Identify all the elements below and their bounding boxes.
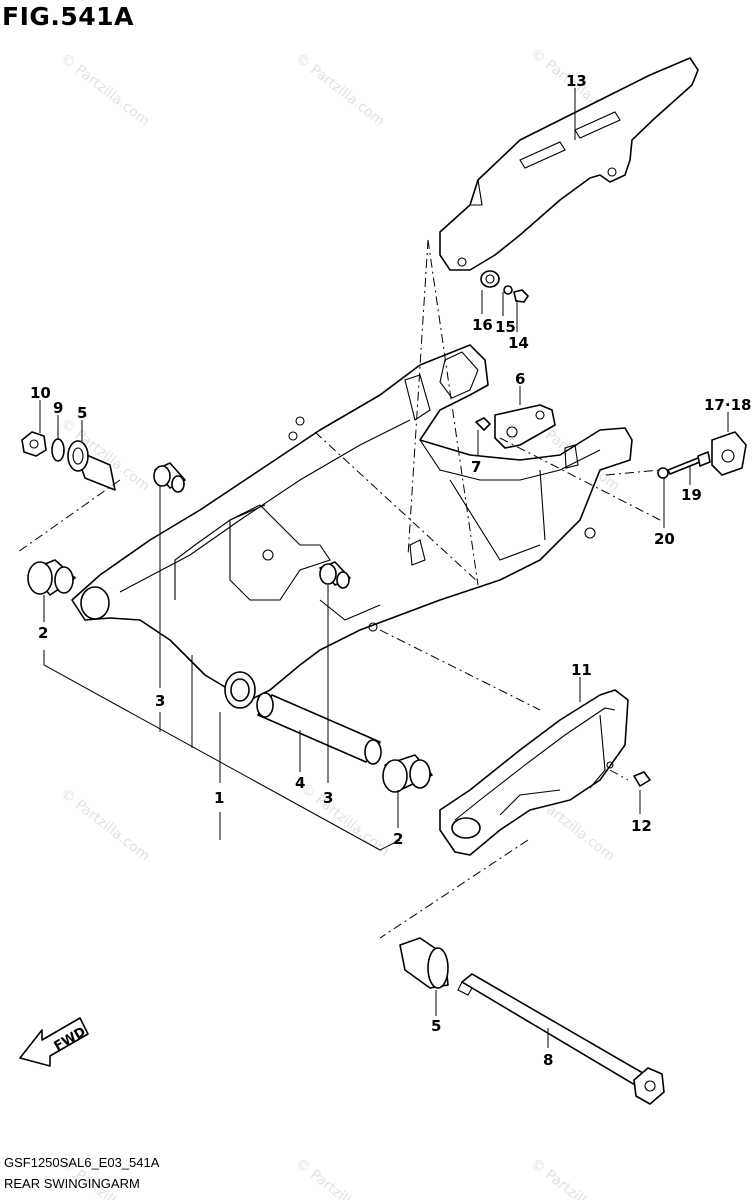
nut-10 <box>21 431 47 457</box>
callout-7: 7 <box>471 458 481 476</box>
callout-17-18: 17·18 <box>704 396 751 414</box>
watermark: © Partzilla.com <box>293 51 388 130</box>
callout-16: 16 <box>472 316 493 334</box>
figure-name: REAR SWINGINGARM <box>4 1176 140 1191</box>
callout-8: 8 <box>543 1051 553 1069</box>
callout-3-left: 3 <box>155 692 165 710</box>
figure-title: FIG.541A <box>2 2 134 31</box>
callout-1: 1 <box>214 789 224 807</box>
callout-3-right: 3 <box>323 789 333 807</box>
watermark: © Partzilla.com <box>58 786 153 865</box>
callout-4: 4 <box>295 774 305 792</box>
callout-15: 15 <box>495 318 516 336</box>
callout-2-left: 2 <box>38 624 48 642</box>
callout-11: 11 <box>571 661 592 679</box>
callout-19: 19 <box>681 486 702 504</box>
callouts: 13 16 15 14 10 9 5 6 7 17·18 19 20 2 3 1… <box>30 72 751 1069</box>
callout-10: 10 <box>30 384 51 402</box>
bushings-and-bearings <box>21 431 449 989</box>
swingarm <box>71 344 633 709</box>
collar-lower <box>399 937 449 989</box>
callout-9: 9 <box>53 399 63 417</box>
callout-14: 14 <box>508 334 529 352</box>
spacer-pipe <box>256 692 382 765</box>
watermark: © Partzilla.com <box>528 1156 623 1200</box>
bush-upper-right <box>319 561 351 589</box>
collar-upper <box>67 440 116 491</box>
chain-adjuster-parts <box>475 404 747 479</box>
fwd-arrow: FWD <box>19 1017 89 1067</box>
callout-12: 12 <box>631 817 652 835</box>
callout-13: 13 <box>566 72 587 90</box>
callout-6: 6 <box>515 370 525 388</box>
pivot-shaft <box>457 973 665 1105</box>
chain-case <box>439 57 699 271</box>
watermark: © Partzilla.com <box>58 51 153 130</box>
leader-lines <box>17 88 729 1048</box>
callout-5-upper: 5 <box>77 404 87 422</box>
watermark: © Partzilla.com <box>298 781 393 860</box>
bearing-right <box>382 754 433 793</box>
figure-code: GSF1250SAL6_E03_541A <box>4 1155 160 1170</box>
watermark: © Partzilla.com <box>293 1156 388 1200</box>
callout-2-right: 2 <box>393 830 403 848</box>
chain-case-fasteners <box>480 270 529 303</box>
callout-20: 20 <box>654 530 675 548</box>
chain-guide <box>439 689 651 856</box>
callout-5-lower: 5 <box>431 1017 441 1035</box>
bearing-left <box>27 559 76 596</box>
bush-upper-left <box>153 462 186 493</box>
washer-9 <box>51 438 65 462</box>
